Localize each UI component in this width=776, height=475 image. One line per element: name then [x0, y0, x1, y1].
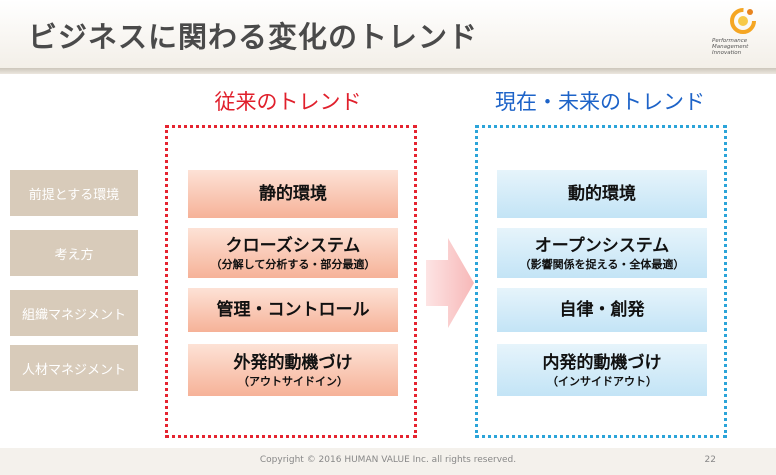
old-item-title: 静的環境 — [259, 184, 327, 204]
old-item: 静的環境 — [188, 170, 398, 218]
page-number: 22 — [704, 455, 716, 465]
old-item-subtitle: （分解して分析する・部分最適） — [210, 257, 376, 271]
title-bar: ビジネスに関わる変化のトレンド — [0, 0, 776, 68]
copyright-text: Copyright © 2016 HUMAN VALUE Inc. all ri… — [259, 455, 517, 465]
logo-text-line: Performance — [712, 38, 748, 44]
old-item: 管理・コントロール — [188, 288, 398, 332]
footer: Copyright © 2016 HUMAN VALUE Inc. all ri… — [0, 448, 776, 475]
new-item: 自律・創発 — [497, 288, 707, 332]
old-item-subtitle: （アウトサイドイン） — [238, 374, 348, 388]
category-label: 人材マネジメント — [10, 345, 138, 391]
new-item-subtitle: （影響関係を捉える・全体最適） — [519, 257, 685, 271]
category-label: 前提とする環境 — [10, 170, 138, 216]
new-item: オープンシステム （影響関係を捉える・全体最適） — [497, 228, 707, 278]
title-divider — [0, 68, 776, 74]
new-item-subtitle: （インサイドアウト） — [547, 374, 657, 388]
new-item: 動的環境 — [497, 170, 707, 218]
old-item: クローズシステム （分解して分析する・部分最適） — [188, 228, 398, 278]
logo-text-line: Management — [712, 44, 749, 50]
old-trend-heading: 従来のトレンド — [214, 90, 362, 114]
old-item-title: 管理・コントロール — [216, 300, 370, 320]
old-item-title: 外発的動機づけ — [233, 352, 353, 373]
slide-title: ビジネスに関わる変化のトレンド — [28, 20, 479, 54]
category-label: 組織マネジメント — [10, 290, 138, 336]
old-item-title: クローズシステム — [225, 235, 361, 256]
logo-text-line: Innovation — [712, 50, 742, 56]
new-trend-frame — [475, 125, 727, 438]
logo-text: Performance Management Innovation — [712, 38, 772, 56]
new-item-title: オープンシステム — [534, 235, 670, 256]
company-logo: Performance Management Innovation — [710, 6, 770, 64]
orange-swirl-logo-icon — [730, 8, 756, 34]
new-trend-heading: 現在・未来のトレンド — [495, 90, 705, 114]
old-trend-frame — [165, 125, 417, 438]
right-arrow-icon — [426, 238, 474, 328]
new-item-title: 自律・創発 — [559, 300, 645, 320]
category-label: 考え方 — [10, 230, 138, 276]
new-item: 内発的動機づけ （インサイドアウト） — [497, 344, 707, 396]
new-item-title: 動的環境 — [568, 184, 636, 204]
old-item: 外発的動機づけ （アウトサイドイン） — [188, 344, 398, 396]
new-item-title: 内発的動機づけ — [542, 352, 662, 373]
